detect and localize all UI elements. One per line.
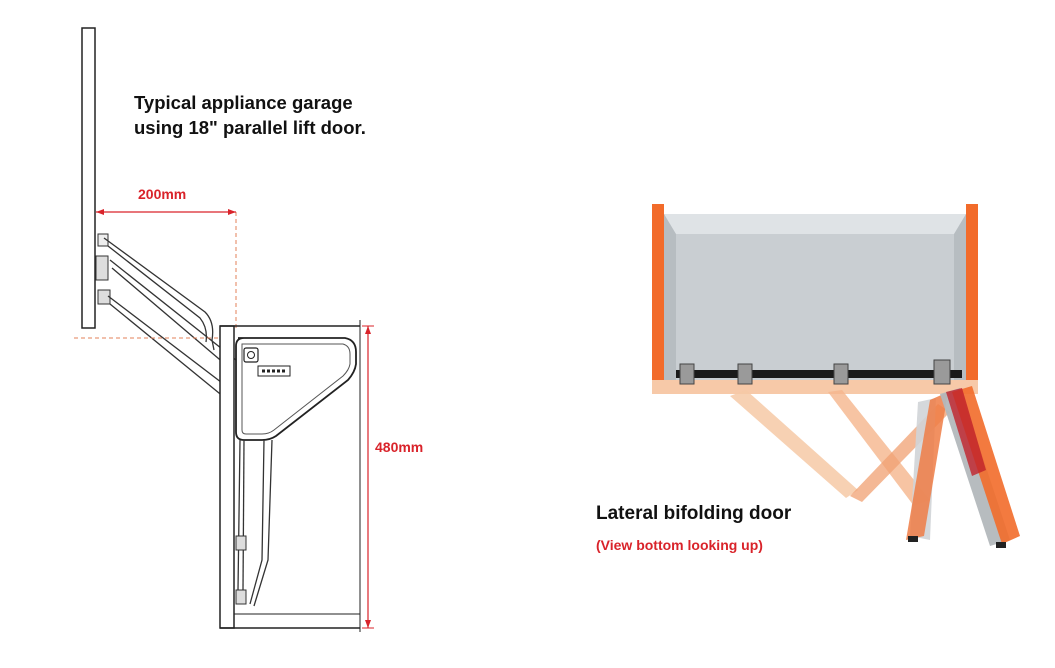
right-sub-caption: (View bottom looking up)	[596, 537, 763, 553]
lower-hinge-upper	[235, 535, 247, 551]
dim-480-arrow-bottom	[365, 620, 371, 628]
left-caption-line1: Typical appliance garage	[134, 92, 353, 113]
hinge-rail	[676, 370, 962, 378]
hinge-1	[679, 363, 695, 385]
door-stage-1	[730, 390, 858, 498]
door-handle-2	[996, 542, 1006, 548]
dimension-200-label: 200mm	[138, 186, 187, 202]
door-stage-2a	[828, 390, 930, 506]
lower-hinge-lower	[235, 589, 247, 605]
lift-mechanism-inner	[241, 343, 351, 435]
right-caption: Lateral bifolding door	[596, 503, 792, 524]
interior-left-side	[664, 214, 676, 380]
door-stage-3b	[906, 392, 948, 540]
door-hinge-upper	[97, 233, 109, 247]
interior-right-side	[954, 214, 966, 380]
cabinet-side-wall	[219, 325, 235, 629]
dim-200-arrow-right	[228, 209, 236, 215]
door-hinge-lower	[97, 289, 111, 305]
cabinet-bottom-front	[652, 380, 978, 394]
dim-200-arrow-left	[96, 209, 104, 215]
dimension-480-label: 480mm	[375, 439, 424, 455]
dim-480-arrow-top	[365, 326, 371, 334]
hinge-set	[679, 359, 951, 385]
interior-back-wall	[676, 234, 954, 380]
cabinet-left-panel	[652, 204, 664, 390]
lift-arms	[103, 237, 237, 403]
door-stage-4-overlap	[946, 388, 986, 476]
left-caption-line2: using 18" parallel lift door.	[134, 117, 366, 138]
hinge-4	[933, 359, 951, 385]
lift-mechanism-housing	[235, 337, 357, 441]
raised-door-panel	[81, 27, 96, 329]
door-hinge-middle	[95, 255, 109, 281]
parallel-lift-diagram	[74, 27, 374, 632]
adjust-screw-head-icon	[247, 351, 255, 359]
bifold-diagram	[652, 204, 1020, 548]
door-handle-1	[908, 536, 918, 542]
left-caption: Typical appliance garage using 18" paral…	[134, 90, 366, 140]
hinge-2	[737, 363, 753, 385]
hinge-3	[833, 363, 849, 385]
lower-strut	[237, 439, 273, 607]
cabinet-right-panel	[966, 204, 978, 390]
